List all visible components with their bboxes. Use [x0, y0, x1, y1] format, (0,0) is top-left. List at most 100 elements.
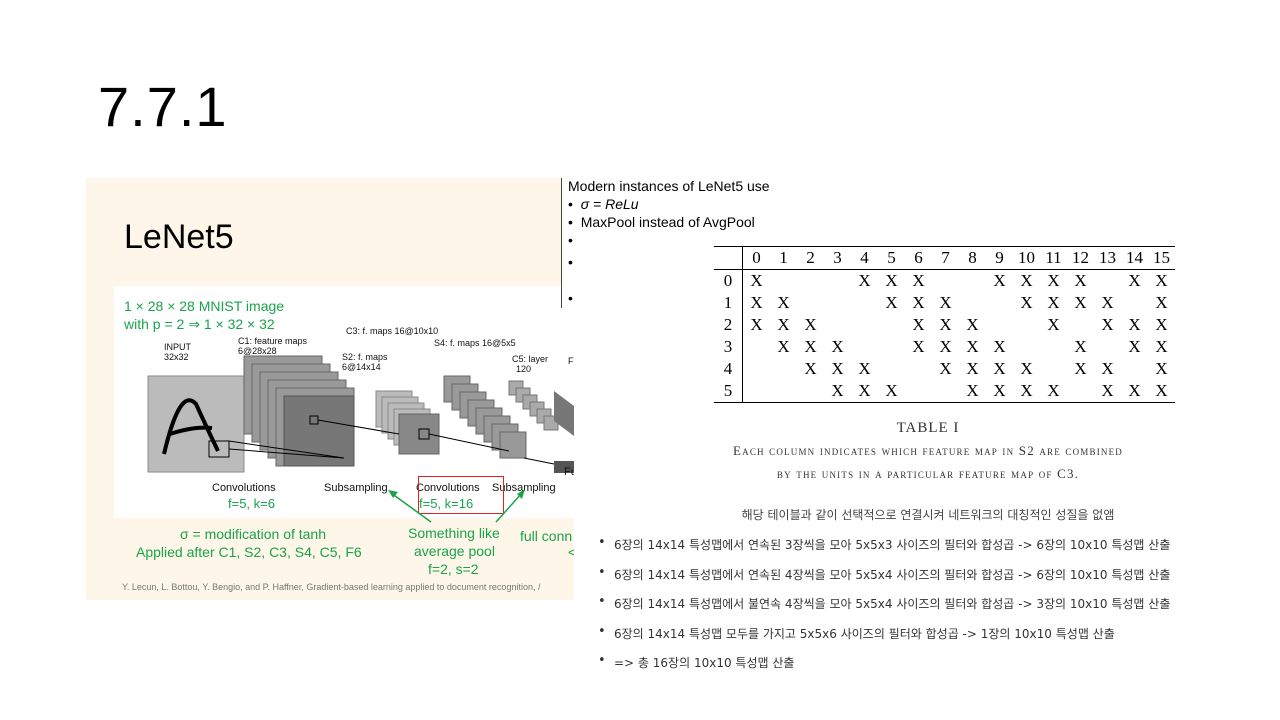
table-row-header: 2 — [714, 314, 743, 336]
table-cell: X — [1155, 271, 1168, 290]
sigma-note-line2: Applied after C1, S2, C3, S4, C5, F6 — [136, 544, 362, 560]
table-cell: X — [1074, 293, 1087, 312]
table-caption-line2: by the units in a particular feature map… — [776, 466, 1080, 481]
full-connection-label: full conn — [520, 528, 573, 544]
table-cell — [986, 292, 1013, 314]
input-layer-label: INPUT — [164, 342, 191, 352]
korean-summary-note: 해당 테이블과 같이 선택적으로 연결시켜 네트워크의 대칭적인 성질을 없앰 — [741, 508, 1115, 522]
table-cell — [797, 380, 824, 403]
lenet-title: LeNet5 — [124, 218, 234, 256]
table-cell: X — [1155, 359, 1168, 378]
table-cell: X — [885, 293, 898, 312]
table-cell: X — [966, 359, 979, 378]
table-cell: X — [966, 337, 979, 356]
table-cell: X — [1128, 271, 1141, 290]
table-cell: X — [831, 381, 844, 400]
table-cell: X — [912, 315, 925, 334]
table-cell — [824, 314, 851, 336]
s2-layer-size: 6@14x14 — [342, 362, 381, 372]
table-cell — [1067, 380, 1094, 403]
modern-item-relu-text: σ = ReLu — [580, 196, 639, 212]
table-cell: X — [1047, 381, 1060, 400]
table-cell: X — [939, 359, 952, 378]
table-column-header: 6 — [905, 246, 932, 270]
table-corner — [714, 246, 743, 270]
table-cell: X — [1020, 293, 1033, 312]
table-cell: X — [831, 337, 844, 356]
table-cell — [743, 336, 771, 358]
table-cell: X — [804, 315, 817, 334]
table-cell — [851, 314, 878, 336]
pool-note-line1: Something like — [408, 525, 500, 541]
s2-layer-label: S2: f. maps — [342, 352, 388, 362]
table-row-header: 3 — [714, 336, 743, 358]
pool-note-line3: f=2, s=2 — [428, 561, 479, 577]
list-item: 6장의 14x14 특성맵에서 연속된 3장씩을 모아 5x5x3 사이즈의 필… — [596, 535, 1170, 566]
input-note-line2: with p = 2 ⇒ 1 × 32 × 32 — [124, 316, 275, 332]
table-cell: X — [858, 381, 871, 400]
table-cell: X — [1128, 315, 1141, 334]
table-cell — [797, 270, 824, 293]
list-item: 6장의 14x14 특성맵 모두를 가지고 5x5x6 사이즈의 필터와 합성곱… — [596, 624, 1170, 655]
table-cell — [1013, 314, 1040, 336]
c1-layer-size: 6@28x28 — [238, 346, 277, 356]
modern-bullet-4: • — [568, 254, 573, 270]
arrow-partial-glyph: < — [568, 544, 574, 560]
input-layer-size: 32x32 — [164, 352, 189, 362]
table-cell: X — [966, 381, 979, 400]
table-cell: X — [831, 359, 844, 378]
conv1-params: f=5, k=6 — [228, 496, 275, 511]
table-cell: X — [1020, 271, 1033, 290]
modern-item-maxpool-text: MaxPool instead of AvgPool — [580, 214, 755, 230]
table-cell — [986, 314, 1013, 336]
table-cell: X — [993, 359, 1006, 378]
table-cell — [905, 380, 932, 403]
table-column-header: 10 — [1013, 246, 1040, 270]
table-column-header: 15 — [1148, 246, 1175, 270]
modern-bullet-3: • — [568, 232, 573, 248]
table-cell — [1094, 270, 1121, 293]
table-column-header: 0 — [742, 246, 770, 270]
table-cell: X — [1155, 315, 1168, 334]
table-column-header: 1 — [770, 246, 797, 270]
f6-layer-label: F — [568, 356, 574, 366]
c1-layer-label: C1: feature maps — [238, 336, 308, 346]
table-cell — [851, 336, 878, 358]
table-cell: X — [966, 315, 979, 334]
table-cell — [932, 380, 959, 403]
table-row-header: 5 — [714, 380, 743, 403]
c5-layer-label: C5: layer — [512, 354, 549, 364]
table-cell — [905, 358, 932, 380]
table-cell: X — [777, 293, 790, 312]
table-cell: X — [1155, 293, 1168, 312]
table-column-header: 2 — [797, 246, 824, 270]
table-cell: X — [1128, 381, 1141, 400]
table-cell: X — [1101, 381, 1114, 400]
table-cell — [959, 292, 986, 314]
table-cell: X — [804, 337, 817, 356]
table-caption-title: TABLE I — [896, 420, 960, 436]
table-cell: X — [993, 381, 1006, 400]
modern-heading: Modern instances of LeNet5 use — [568, 178, 770, 194]
table-cell: X — [939, 337, 952, 356]
table-cell: X — [1047, 293, 1060, 312]
s4-layer-label: S4: f. maps 16@5x5 — [434, 338, 516, 348]
table-cell: X — [939, 293, 952, 312]
table-caption-line1: Each column indicates which feature map … — [732, 443, 1124, 458]
table-row-header: 4 — [714, 358, 743, 380]
table-column-header: 11 — [1040, 246, 1067, 270]
table-cell — [770, 380, 797, 403]
table-cell — [770, 270, 797, 293]
slide-title: 7.7.1 — [98, 75, 228, 138]
table-cell — [824, 270, 851, 293]
table-cell: X — [939, 315, 952, 334]
list-item: => 총 16장의 10x10 특성맵 산출 — [596, 653, 1170, 684]
table-cell — [878, 314, 905, 336]
table-cell: X — [750, 315, 763, 334]
sub1-label: Subsampling — [324, 482, 388, 494]
